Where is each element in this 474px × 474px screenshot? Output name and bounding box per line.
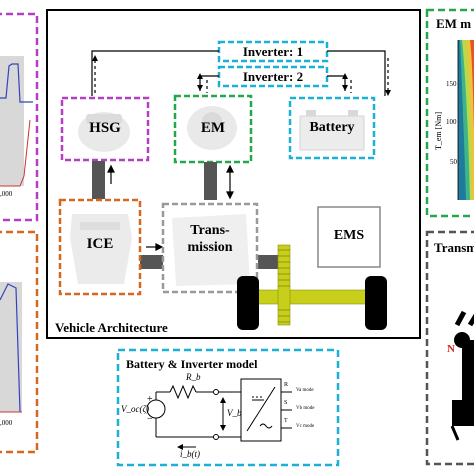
em-map-title: EM m	[436, 16, 472, 31]
ib-label: i_b(t)	[180, 449, 200, 459]
gear-n-label: N	[447, 343, 455, 355]
left-top-tick: ,000	[0, 190, 13, 198]
hsg-block	[60, 96, 150, 162]
em-map-panel	[425, 8, 474, 218]
vehicle-architecture-caption: Vehicle Architecture	[55, 320, 168, 335]
pin-r: R	[284, 382, 289, 388]
circuit-note-3: Vc mode	[296, 424, 315, 429]
transmission-label-line2: mission	[187, 240, 233, 255]
ice-block	[58, 198, 142, 296]
pin-t: T	[284, 418, 288, 424]
ice-transmission-shaft	[140, 255, 165, 269]
drivetrain-axle	[237, 244, 387, 330]
left-bottom-panel	[0, 230, 39, 454]
battery-inverter-panel	[116, 348, 340, 467]
em-block	[173, 94, 253, 164]
circuit-note-2: Vb mode	[296, 406, 315, 411]
arrow-heads	[92, 55, 391, 96]
left-top-panel	[0, 12, 39, 222]
transmission-panel	[425, 230, 474, 466]
inverter1-label: Inverter: 1	[242, 44, 304, 59]
plus-sign: +	[147, 394, 153, 405]
inverter2-label: Inverter: 2	[242, 69, 304, 84]
transmission-output-shaft	[258, 255, 278, 269]
ice-label: ICE	[86, 236, 114, 252]
battery-label: Battery	[309, 120, 355, 135]
em-label: EM	[200, 120, 226, 136]
hsg-label: HSG	[89, 120, 121, 136]
signal-arrows	[94, 58, 389, 93]
pin-s: S	[284, 400, 288, 406]
voc-label: V_oc(ζ)	[121, 404, 150, 414]
battery-inverter-caption: Battery & Inverter model	[126, 357, 258, 371]
ems-block	[317, 206, 381, 268]
em-tick-0: 150	[446, 80, 457, 88]
rb-label: R_b	[186, 372, 201, 382]
minus-sign: −	[147, 414, 153, 425]
em-map-ylabel: T_em [Nm]	[434, 112, 443, 150]
vb-label: V_b	[227, 408, 242, 418]
circuit-note-1: Va mode	[296, 388, 314, 393]
shaft-arrows	[107, 164, 234, 251]
transmission-label-line1: Trans-	[190, 223, 230, 238]
vehicle-architecture-frame	[46, 9, 421, 339]
em-tick-2: 50	[450, 158, 457, 166]
em-transmission-shaft	[204, 162, 217, 200]
left-bottom-tick: ,000	[0, 419, 13, 427]
transmission-label: Trans- mission	[163, 222, 257, 256]
em-tick-1: 100	[446, 118, 457, 126]
transmission-panel-title: Transm	[434, 240, 474, 255]
hsg-ice-shaft	[92, 161, 105, 199]
ems-label: EMS	[333, 228, 365, 243]
battery-block	[288, 96, 376, 160]
